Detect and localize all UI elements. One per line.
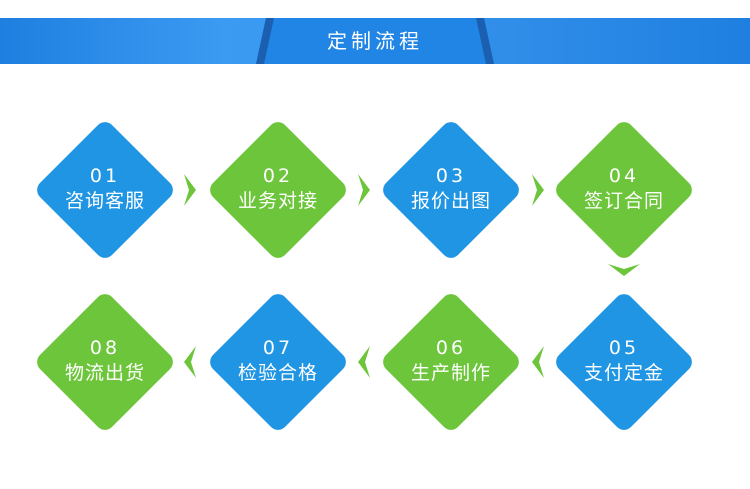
step-diamond-05 xyxy=(556,294,692,430)
step-diamond-08 xyxy=(37,294,173,430)
step-06: 06 生产制作 xyxy=(376,336,526,386)
step-label: 咨询客服 xyxy=(64,190,145,212)
step-number: 06 xyxy=(435,337,467,359)
step-label: 业务对接 xyxy=(237,190,318,212)
step-number: 07 xyxy=(262,337,294,359)
step-number: 01 xyxy=(89,165,121,187)
step-02: 02 业务对接 xyxy=(203,164,353,214)
step-diamond-01 xyxy=(37,122,173,258)
step-diamond-04 xyxy=(556,122,692,258)
step-05: 05 支付定金 xyxy=(549,336,699,386)
step-label: 检验合格 xyxy=(237,362,318,384)
flow-arrow-left-icon xyxy=(532,346,544,378)
flow-arrow-right-icon xyxy=(532,174,544,206)
flow-arrow-left-icon xyxy=(184,346,196,378)
step-number: 04 xyxy=(608,165,640,187)
step-diamond-02 xyxy=(210,122,346,258)
step-diamond-06 xyxy=(383,294,519,430)
step-label: 报价出图 xyxy=(410,190,491,212)
step-number: 08 xyxy=(89,337,121,359)
step-diamond-07 xyxy=(210,294,346,430)
step-label: 物流出货 xyxy=(64,362,145,384)
step-number: 03 xyxy=(435,165,467,187)
step-label: 支付定金 xyxy=(583,362,664,384)
page-title: 定制流程 xyxy=(327,29,423,53)
flow-arrow-right-icon xyxy=(184,174,196,206)
step-label: 签订合同 xyxy=(583,190,664,212)
step-03: 03 报价出图 xyxy=(376,164,526,214)
step-01: 01 咨询客服 xyxy=(30,164,180,214)
flow-arrow-left-icon xyxy=(358,346,370,378)
step-label: 生产制作 xyxy=(410,362,491,384)
step-number: 05 xyxy=(608,337,640,359)
step-04: 04 签订合同 xyxy=(549,164,699,214)
step-number: 02 xyxy=(262,165,294,187)
step-07: 07 检验合格 xyxy=(203,336,353,386)
step-08: 08 物流出货 xyxy=(30,336,180,386)
flow-arrow-right-icon xyxy=(358,174,370,206)
flow-arrow-down-icon xyxy=(608,264,640,276)
step-diamond-03 xyxy=(383,122,519,258)
header-title-tab xyxy=(256,18,494,64)
